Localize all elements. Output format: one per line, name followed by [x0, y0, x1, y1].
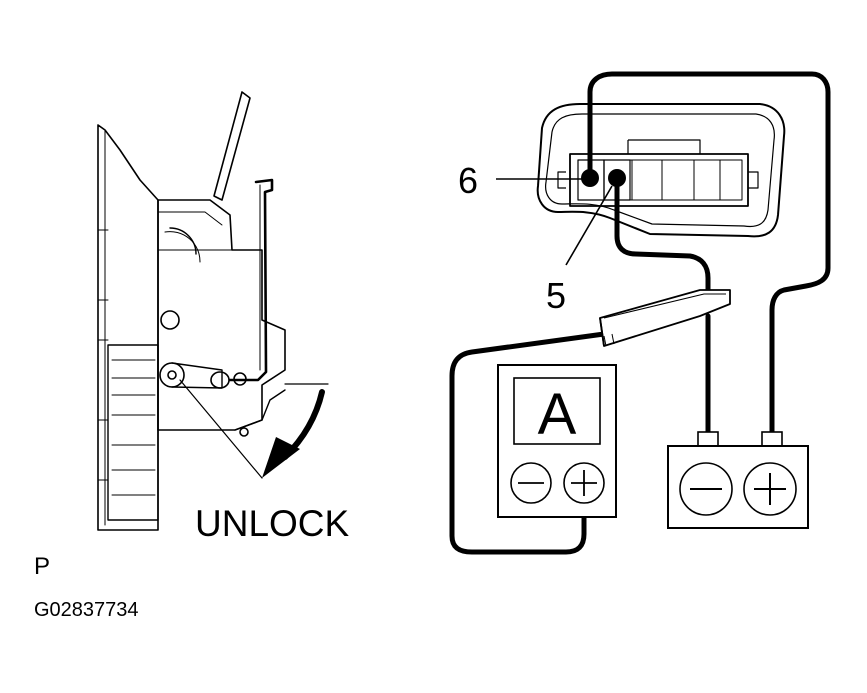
callout-5-label: 5 — [546, 275, 566, 316]
battery — [667, 431, 809, 529]
wire-clamp-to-ammeter — [449, 331, 607, 555]
wire-pin5-to-clamp — [614, 177, 711, 299]
connector — [536, 103, 786, 238]
callout-5-leader — [565, 185, 613, 266]
ammeter: A — [497, 364, 617, 518]
code-letter: P — [34, 553, 50, 580]
ammeter-letter: A — [538, 382, 577, 447]
unlock-label: UNLOCK — [195, 503, 350, 544]
figure-id: G02837734 — [34, 599, 139, 621]
minus-sign-icon — [679, 462, 733, 516]
plus-sign-icon — [563, 462, 605, 504]
screw-hole — [160, 310, 180, 330]
plus-sign-icon — [743, 462, 797, 516]
door-lock-assembly — [97, 91, 329, 531]
unlock-arrow — [262, 389, 325, 478]
lever-pivot — [159, 362, 185, 388]
lock-base-plate — [97, 124, 159, 531]
minus-sign-icon — [510, 462, 552, 504]
wire-pin6-to-battery-plus — [587, 71, 831, 435]
alligator-clamp — [599, 289, 731, 347]
callout-6-label: 6 — [458, 160, 478, 201]
lock-rod — [213, 91, 251, 201]
